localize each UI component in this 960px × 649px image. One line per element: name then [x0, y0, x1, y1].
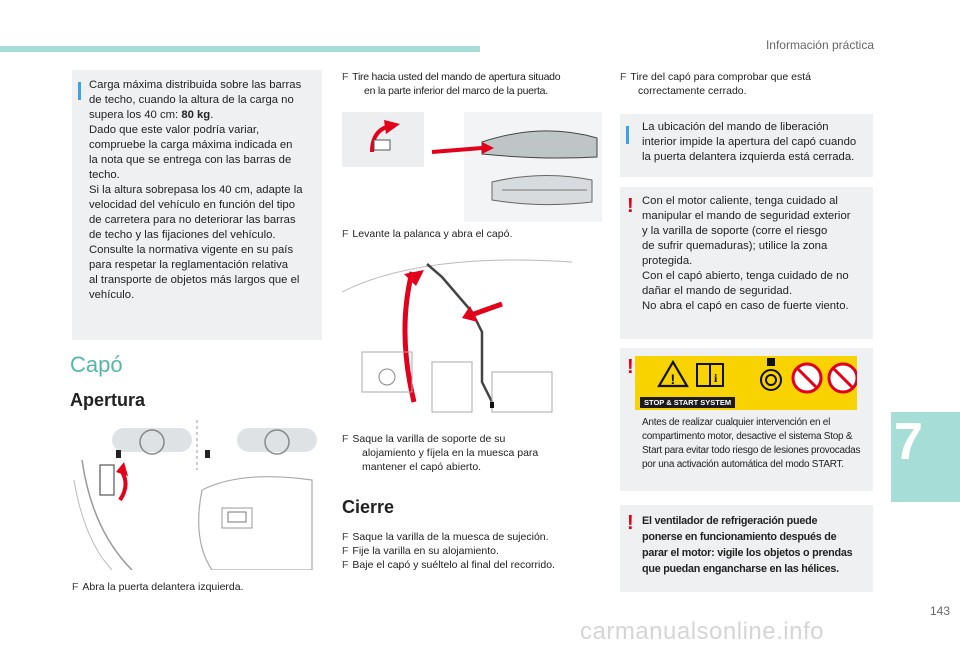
- chapter-number: 7: [894, 413, 923, 471]
- fan-warning-box: [620, 505, 873, 592]
- subheading-apertura: Apertura: [70, 390, 146, 410]
- page-heading-capo: Capó: [70, 352, 123, 377]
- subheading-cierre: Cierre: [342, 497, 395, 517]
- stop-start-text: Antes de realizar cualquier intervención…: [642, 417, 861, 470]
- max-load-value: 80 kg: [181, 109, 211, 121]
- info-bar-icon: [626, 126, 629, 144]
- header-accent-bar: [0, 46, 480, 52]
- svg-text:i: i: [714, 371, 718, 385]
- hot-engine-warning-text: Con el motor caliente, tenga cuidado al …: [642, 195, 851, 312]
- door-release-illustration: [73, 420, 317, 570]
- chapter-tab: [891, 412, 960, 502]
- warning-icon: !: [627, 512, 634, 534]
- release-info-box: [620, 114, 873, 177]
- svg-text:!: !: [671, 371, 676, 387]
- roof-load-info-box: [72, 70, 322, 340]
- hood-prop-rod-illustration: [342, 259, 572, 413]
- roof-load-info-text: Carga máxima distribuida sobre las barra…: [89, 79, 303, 301]
- release-info-text: La ubicación del mando de liberación int…: [642, 121, 857, 163]
- warning-icon: !: [627, 356, 634, 378]
- page-number: 143: [929, 604, 950, 618]
- fan-warning-text: El ventilador de refrigeración puede pon…: [642, 515, 853, 575]
- info-bar-icon: [78, 82, 81, 100]
- hot-engine-warning-box: [620, 187, 873, 339]
- watermark: carmanualsonline.info: [580, 618, 824, 645]
- stop-start-system-label: STOP & START SYSTEM: [640, 397, 736, 408]
- section-title: Información práctica: [765, 38, 874, 52]
- stop-start-pictograms: ! i: [657, 358, 857, 394]
- warning-icon: !: [627, 195, 634, 217]
- hood-release-illustration: [342, 112, 602, 222]
